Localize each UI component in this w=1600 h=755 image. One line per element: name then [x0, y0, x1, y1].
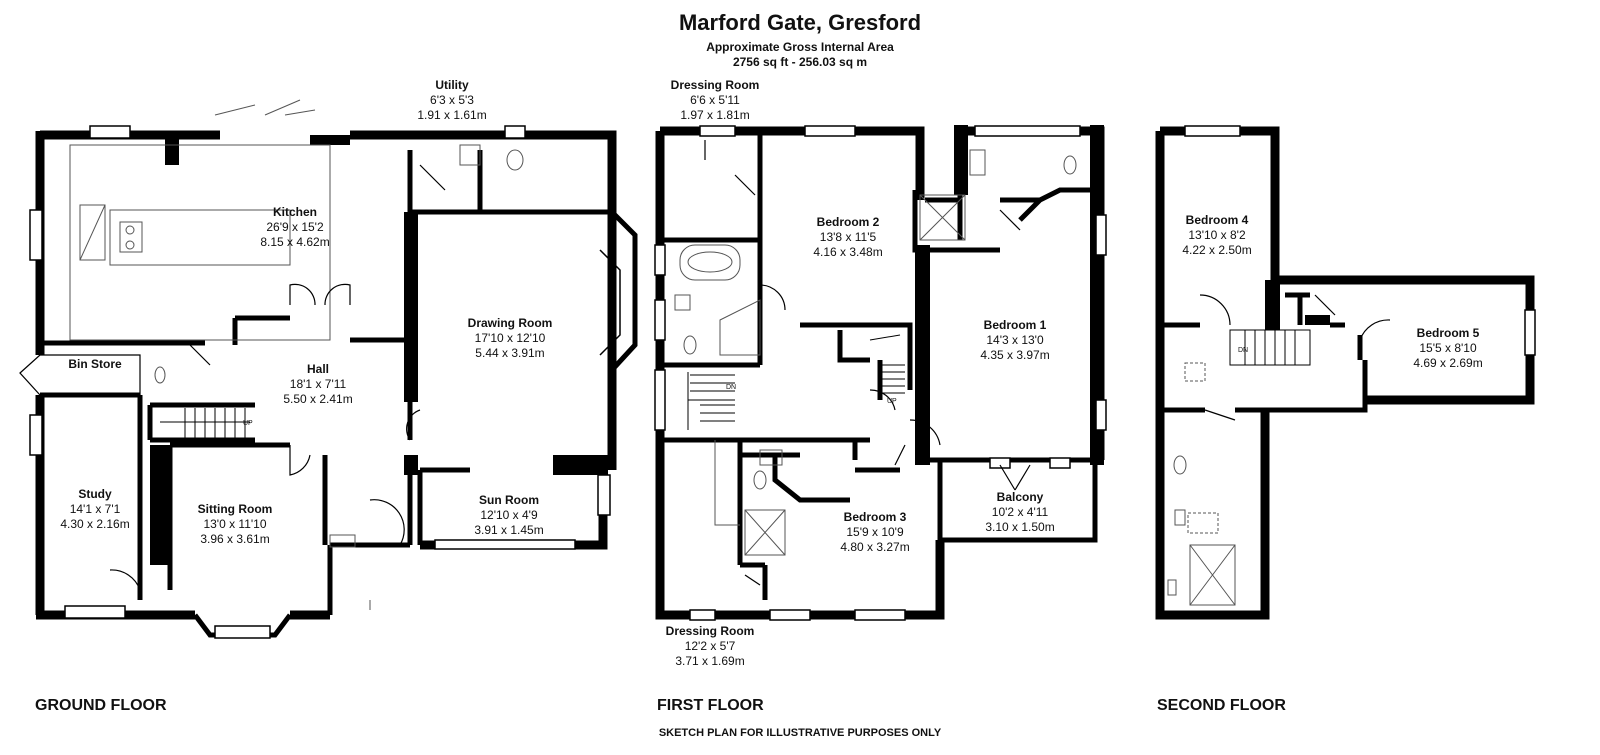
room-name: Drawing Room	[467, 316, 553, 330]
floor-caption-ground: GROUND FLOOR	[35, 697, 167, 714]
plan-subtitle: Approximate Gross Internal Area	[706, 40, 894, 54]
room-metric: 4.22 x 2.50m	[1182, 243, 1252, 257]
floor-caption-second: SECOND FLOOR	[1157, 697, 1286, 714]
first-stair-up-label: UP	[887, 398, 897, 405]
first-stair-dn-label: DN	[726, 384, 736, 391]
room-label-bedroom-1: Bedroom 1 14'3 x 13'0 4.35 x 3.97m	[980, 318, 1049, 363]
room-name: Study	[78, 487, 112, 501]
room-imperial: 13'8 x 11'5	[819, 230, 877, 244]
first-outer-wall-bed1-top	[958, 126, 1105, 460]
second-stair-dn-label: DN	[1238, 347, 1248, 354]
room-name: Balcony	[996, 490, 1044, 504]
room-imperial: 10'2 x 4'11	[991, 505, 1049, 519]
room-metric: 4.16 x 3.48m	[813, 245, 883, 259]
room-imperial: 12'2 x 5'7	[684, 639, 736, 653]
room-imperial: 6'3 x 5'3	[430, 93, 474, 107]
room-name: Utility	[435, 78, 469, 92]
room-name: Bedroom 3	[843, 510, 907, 524]
room-name: Sun Room	[479, 493, 539, 507]
room-metric: 3.71 x 1.69m	[675, 654, 745, 668]
room-label-bedroom-5: Bedroom 5 15'5 x 8'10 4.69 x 2.69m	[1413, 326, 1482, 371]
floor-caption-first: FIRST FLOOR	[657, 697, 764, 714]
room-name: Bedroom 4	[1185, 213, 1249, 227]
room-label-dressing-room-1: Dressing Room 6'6 x 5'11 1.97 x 1.81m	[671, 78, 760, 123]
room-name: Hall	[306, 362, 329, 376]
plan-total-area: 2756 sq ft - 256.03 sq m	[732, 55, 868, 69]
room-name: Sitting Room	[197, 502, 273, 516]
room-label-dressing-room-2: Dressing Room 12'2 x 5'7 3.71 x 1.69m	[666, 624, 755, 669]
ground-stair-up-label: UP	[243, 420, 253, 427]
room-imperial: 15'5 x 8'10	[1419, 341, 1477, 355]
room-label-balcony: Balcony 10'2 x 4'11 3.10 x 1.50m	[985, 490, 1054, 535]
second-outer-wall-bed4	[1160, 126, 1280, 285]
room-name: Bedroom 1	[983, 318, 1047, 332]
room-metric: 3.96 x 3.61m	[200, 532, 270, 546]
room-metric: 3.10 x 1.50m	[985, 520, 1055, 534]
room-metric: 1.97 x 1.81m	[680, 108, 750, 122]
room-label-bedroom-4: Bedroom 4 13'10 x 8'2 4.22 x 2.50m	[1182, 213, 1251, 258]
second-outer-wall-west	[1155, 131, 1270, 620]
room-label-hall: Hall 18'1 x 7'11 5.50 x 2.41m	[283, 362, 352, 407]
room-metric: 1.91 x 1.61m	[417, 108, 487, 122]
room-metric: 4.35 x 3.97m	[980, 348, 1050, 362]
room-metric: 4.30 x 2.16m	[60, 517, 130, 531]
room-label-bedroom-2: Bedroom 2 13'8 x 11'5 4.16 x 3.48m	[813, 215, 882, 260]
room-imperial: 12'10 x 4'9	[480, 508, 538, 522]
second-outer-wall-bed5	[1275, 275, 1535, 405]
room-label-bedroom-3: Bedroom 3 15'9 x 10'9 4.80 x 3.27m	[840, 510, 909, 555]
room-name: Dressing Room	[665, 624, 755, 638]
room-metric: 4.69 x 2.69m	[1413, 356, 1483, 370]
room-name: Bin Store	[68, 357, 122, 371]
room-imperial: 17'10 x 12'10	[474, 331, 546, 345]
room-name: Bedroom 5	[1416, 326, 1480, 340]
room-imperial: 26'9 x 15'2	[266, 220, 324, 234]
room-imperial: 14'3 x 13'0	[986, 333, 1044, 347]
room-name: Dressing Room	[670, 78, 760, 92]
room-label-bin-store: Bin Store	[68, 357, 121, 372]
second-floor-plan	[1155, 126, 1535, 620]
room-imperial: 13'10 x 8'2	[1188, 228, 1246, 242]
room-metric: 8.15 x 4.62m	[260, 235, 330, 249]
first-outer-wall-top	[660, 126, 925, 200]
room-imperial: 13'0 x 11'10	[203, 517, 267, 531]
room-metric: 5.50 x 2.41m	[283, 392, 353, 406]
room-imperial: 15'9 x 10'9	[846, 525, 904, 539]
room-label-study: Study 14'1 x 7'1 4.30 x 2.16m	[60, 487, 129, 532]
room-name: Kitchen	[272, 205, 317, 219]
room-name: Bedroom 2	[816, 215, 880, 229]
room-imperial: 18'1 x 7'11	[289, 377, 347, 391]
disclaimer-footer: SKETCH PLAN FOR ILLUSTRATIVE PURPOSES ON…	[658, 727, 942, 739]
room-imperial: 6'6 x 5'11	[690, 93, 740, 107]
room-metric: 3.91 x 1.45m	[474, 523, 544, 537]
room-metric: 5.44 x 3.91m	[475, 346, 545, 360]
room-label-drawing-room: Drawing Room 17'10 x 12'10 5.44 x 3.91m	[468, 316, 553, 361]
plan-title: Marford Gate, Gresford	[678, 10, 922, 35]
room-label-sitting-room: Sitting Room 13'0 x 11'10 3.96 x 3.61m	[198, 502, 273, 547]
room-metric: 4.80 x 3.27m	[840, 540, 910, 554]
room-label-kitchen: Kitchen 26'9 x 15'2 8.15 x 4.62m	[260, 205, 329, 250]
room-label-sun-room: Sun Room 12'10 x 4'9 3.91 x 1.45m	[474, 493, 543, 538]
room-imperial: 14'1 x 7'1	[69, 502, 121, 516]
ground-outer-wall-kitchen-top-right	[350, 130, 617, 212]
room-label-utility: Utility 6'3 x 5'3 1.91 x 1.61m	[417, 78, 486, 123]
